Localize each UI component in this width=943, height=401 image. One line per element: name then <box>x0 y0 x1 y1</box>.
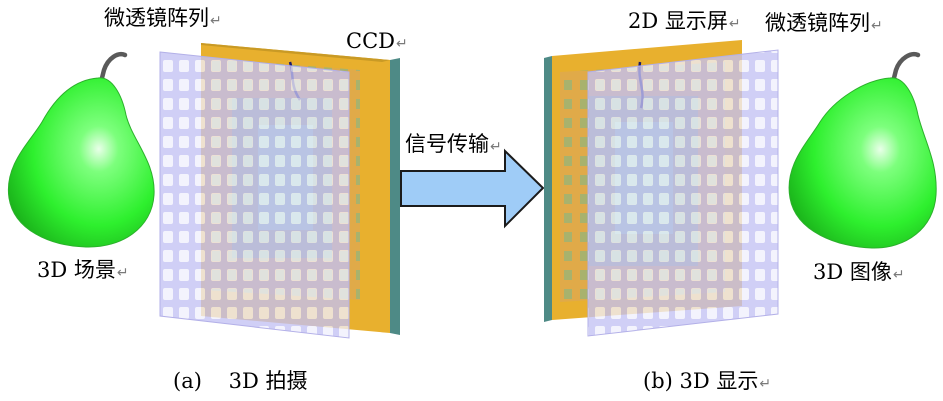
label-ccd: CCD↵ <box>346 29 408 53</box>
caption-b: (b) 3D 显示↵ <box>643 369 772 393</box>
label-signal-transfer: 信号传输↵ <box>405 132 502 156</box>
label-3d-image: 3D 图像↵ <box>813 260 905 284</box>
label-microlens-right: 微透镜阵列↵ <box>765 11 883 35</box>
microlens-array-right <box>587 49 779 337</box>
pear-left <box>7 52 155 248</box>
signal-transfer-arrow <box>400 148 545 229</box>
label-3d-scene: 3D 场景↵ <box>37 258 129 282</box>
label-microlens-left: 微透镜阵列↵ <box>104 6 222 30</box>
pear-right <box>788 52 937 249</box>
label-2d-display: 2D 显示屏↵ <box>628 9 741 33</box>
microlens-array-left <box>159 51 350 339</box>
caption-a: (a) 3D 拍摄 <box>173 369 308 393</box>
